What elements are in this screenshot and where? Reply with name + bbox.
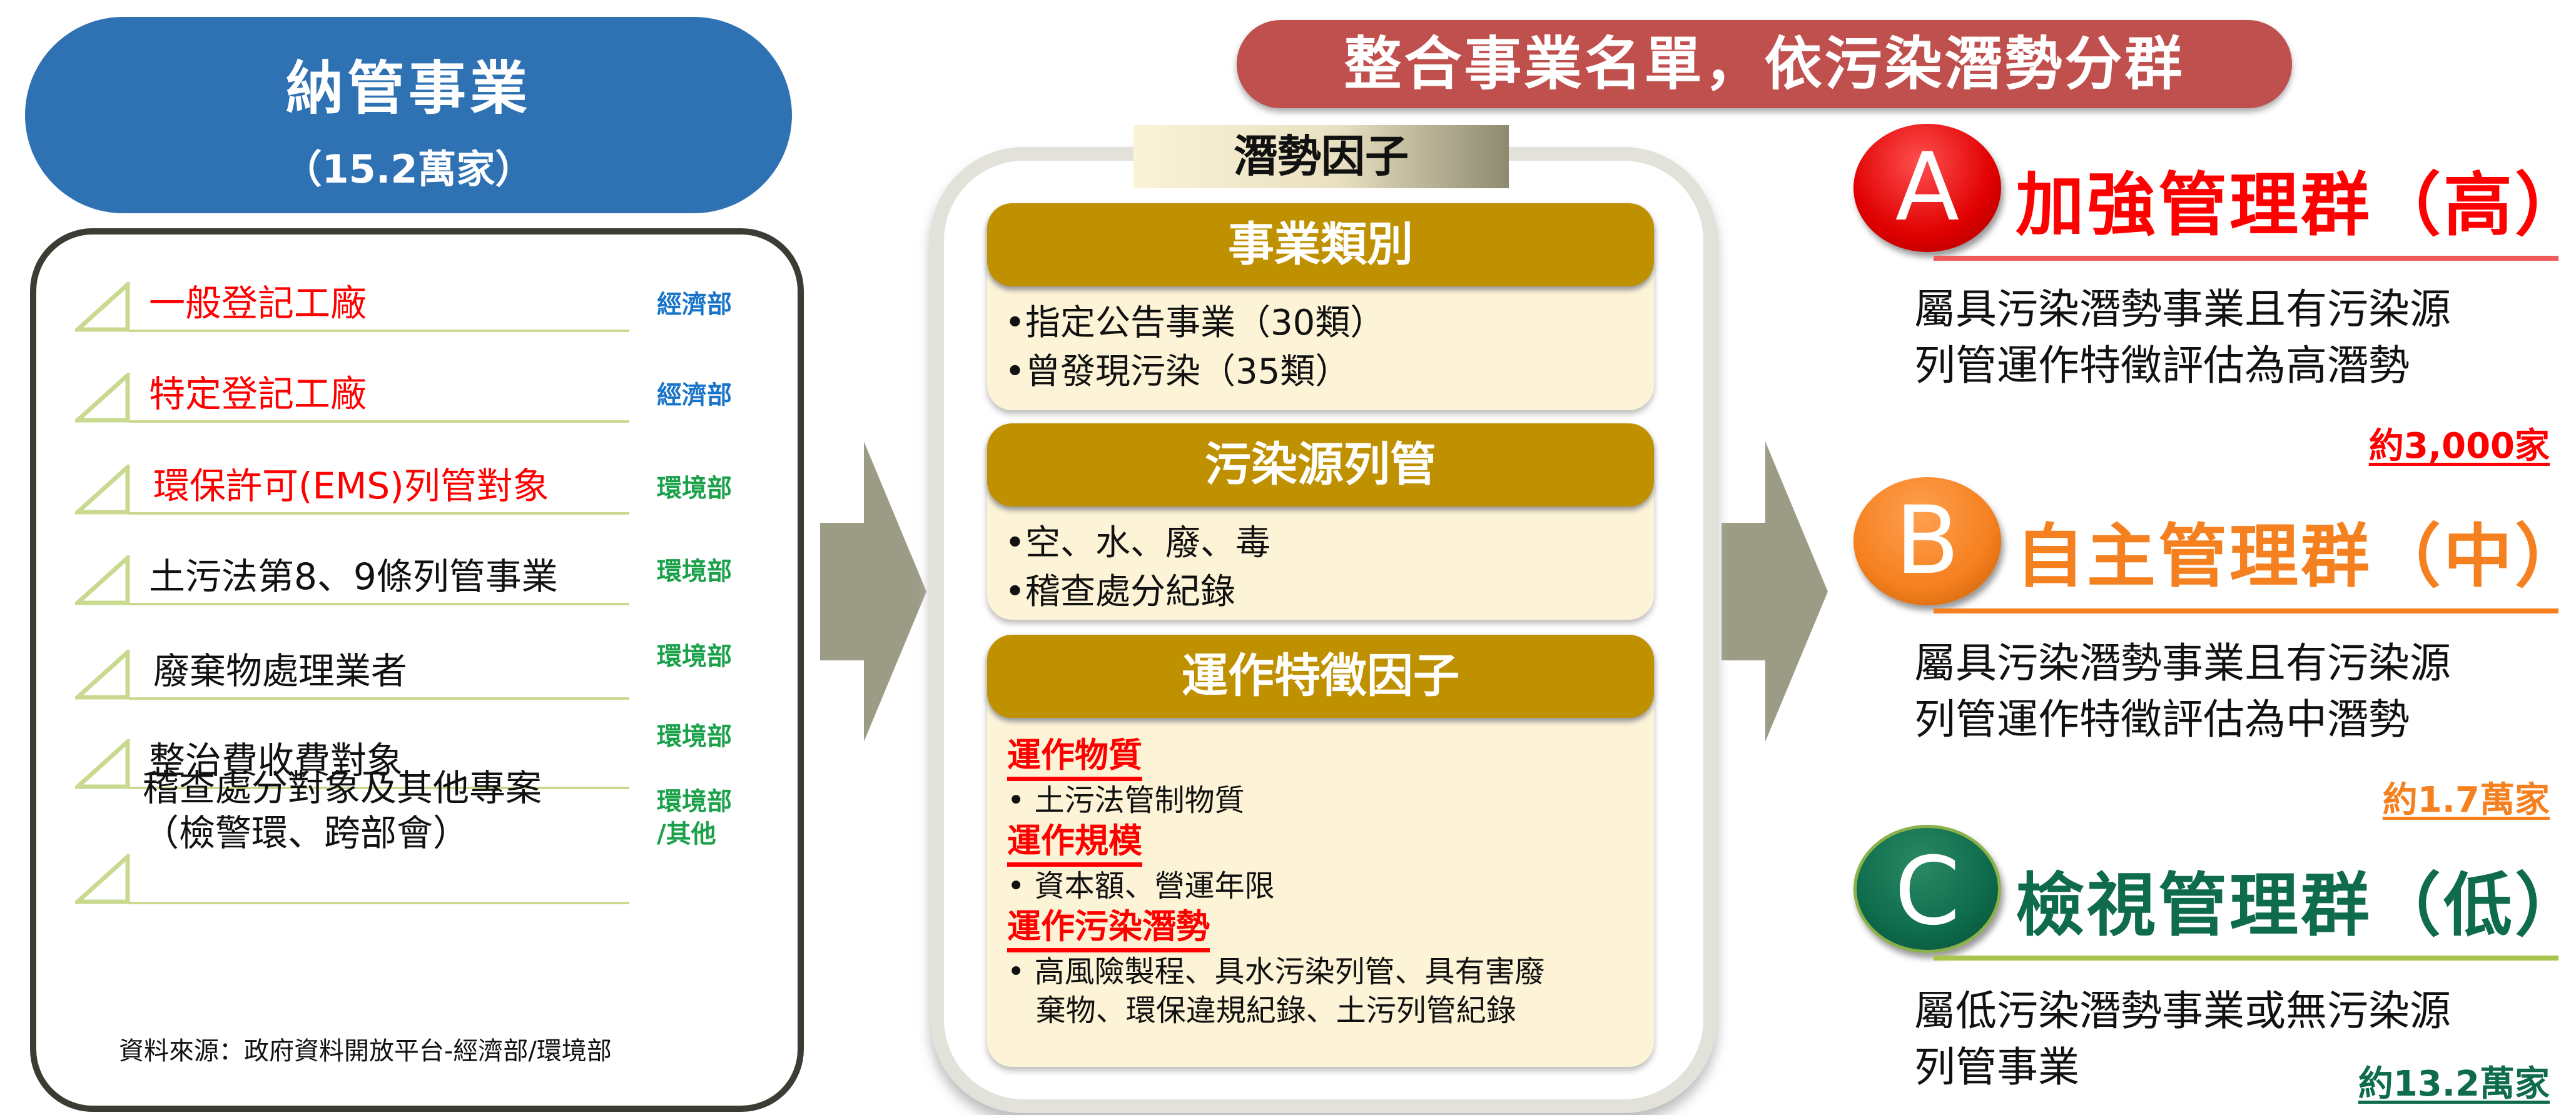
divider (129, 902, 629, 904)
dept-label: 經濟部 (657, 290, 732, 319)
item-label: 土污法第8、9條列管事業 (149, 555, 558, 598)
group-b-title: 自主管理群（中） (2016, 517, 2576, 597)
group-a-title: 加強管理群（高） (2016, 165, 2576, 245)
divider (129, 512, 629, 515)
header-title: 納管事業 (285, 55, 531, 122)
item-label: 一般登記工廠 (149, 282, 367, 325)
divider (129, 697, 629, 700)
divider (129, 420, 629, 423)
dept-label: 環境部 (657, 474, 732, 503)
bullet: •空、水、廢、毒 (1005, 523, 1271, 563)
group-a-desc: 屬具污染潛勢事業且有污染源 (1914, 285, 2451, 333)
divider (129, 603, 629, 605)
item-label: 整治費收費對象 (149, 739, 403, 782)
card-header: 運作特徵因子 (987, 635, 1654, 718)
triangle-icon (75, 465, 130, 515)
group-b-desc: 屬具污染潛勢事業且有污染源 (1914, 639, 2451, 687)
divider (129, 330, 629, 332)
arrow-right-icon (1722, 441, 1828, 742)
group-b-badge: B (1853, 477, 2001, 605)
item-label: 稽查處分對象及其他專案 (143, 767, 542, 809)
item-label: 廢棄物處理業者 (153, 650, 408, 692)
triangle-icon (75, 739, 130, 789)
bullet: •指定公告事業（30類） (1005, 303, 1386, 343)
triangle-icon (75, 854, 130, 904)
dept-label: 經濟部 (657, 381, 732, 410)
bullet: • 資本額、營運年限 (1007, 869, 1275, 904)
card-header: 事業類別 (987, 203, 1654, 286)
bullet: • 土污法管制物質 (1007, 783, 1245, 818)
dept-label: 環境部 (657, 787, 732, 816)
dept-label: 環境部 (657, 722, 732, 751)
bullet: • 高風險製程、具水污染列管、具有害廢 (1007, 954, 1545, 989)
header-count: （15.2萬家） (283, 146, 534, 192)
group-c-desc: 屬低污染潛勢事業或無污染源 (1914, 987, 2451, 1035)
grouping-title: 整合事業名單，依污染潛勢分群 (1237, 20, 2292, 108)
group-c-desc-line2: 列管事業 (1914, 1043, 2079, 1091)
bullet: •曾發現污染（35類） (1005, 351, 1351, 392)
group-c-title: 檢視管理群（低） (2016, 865, 2576, 946)
card-pollution-source: 污染源列管 •空、水、廢、毒 •稽查處分紀錄 (987, 423, 1654, 620)
dept-label: 環境部 (657, 642, 732, 671)
triangle-icon (75, 650, 130, 700)
group-a-count: 約3,000家 (2368, 426, 2550, 467)
group-b-desc-line2: 列管運作特徵評估為中潛勢 (1914, 695, 2410, 744)
source-list-box (30, 228, 804, 1112)
card-header: 污染源列管 (987, 423, 1654, 507)
item-label: 環保許可(EMS)列管對象 (153, 465, 549, 507)
data-source-note: 資料來源：政府資料開放平台-經濟部/環境部 (119, 1037, 612, 1066)
group-a-badge: A (1853, 124, 2001, 252)
card-operation-factors: 運作特徵因子 運作物質 • 土污法管制物質 運作規模 • 資本額、營運年限 運作… (987, 635, 1654, 1067)
bullet-continued: 棄物、環保違規紀錄、土污列管紀錄 (1007, 993, 1516, 1028)
section-title: 運作規模 (1007, 820, 1142, 867)
triangle-icon (75, 282, 130, 332)
dept-label-line2: /其他 (657, 820, 716, 849)
managed-businesses-header: 納管事業 （15.2萬家） (25, 17, 792, 213)
divider (1934, 608, 2558, 613)
card-business-category: 事業類別 •指定公告事業（30類） •曾發現污染（35類） (987, 203, 1654, 410)
bullet: •稽查處分紀錄 (1005, 572, 1236, 612)
group-c-badge: C (1853, 825, 2001, 953)
potential-factors-label: 潛勢因子 (1133, 125, 1509, 188)
section-title: 運作物質 (1007, 734, 1142, 781)
arrow-right-icon (820, 441, 926, 742)
group-c-count: 約13.2萬家 (2358, 1064, 2550, 1104)
triangle-icon (75, 555, 130, 605)
divider (129, 787, 629, 789)
divider (1934, 256, 2558, 261)
group-a-desc-line2: 列管運作特徵評估為高潛勢 (1914, 341, 2410, 390)
group-b-count: 約1.7萬家 (2382, 780, 2550, 820)
item-label-line2: （檢警環、跨部會） (143, 812, 470, 854)
dept-label: 環境部 (657, 557, 732, 586)
section-title: 運作污染潛勢 (1007, 906, 1210, 952)
item-label: 特定登記工廠 (149, 373, 367, 415)
triangle-icon (75, 373, 130, 423)
divider (1934, 956, 2558, 961)
